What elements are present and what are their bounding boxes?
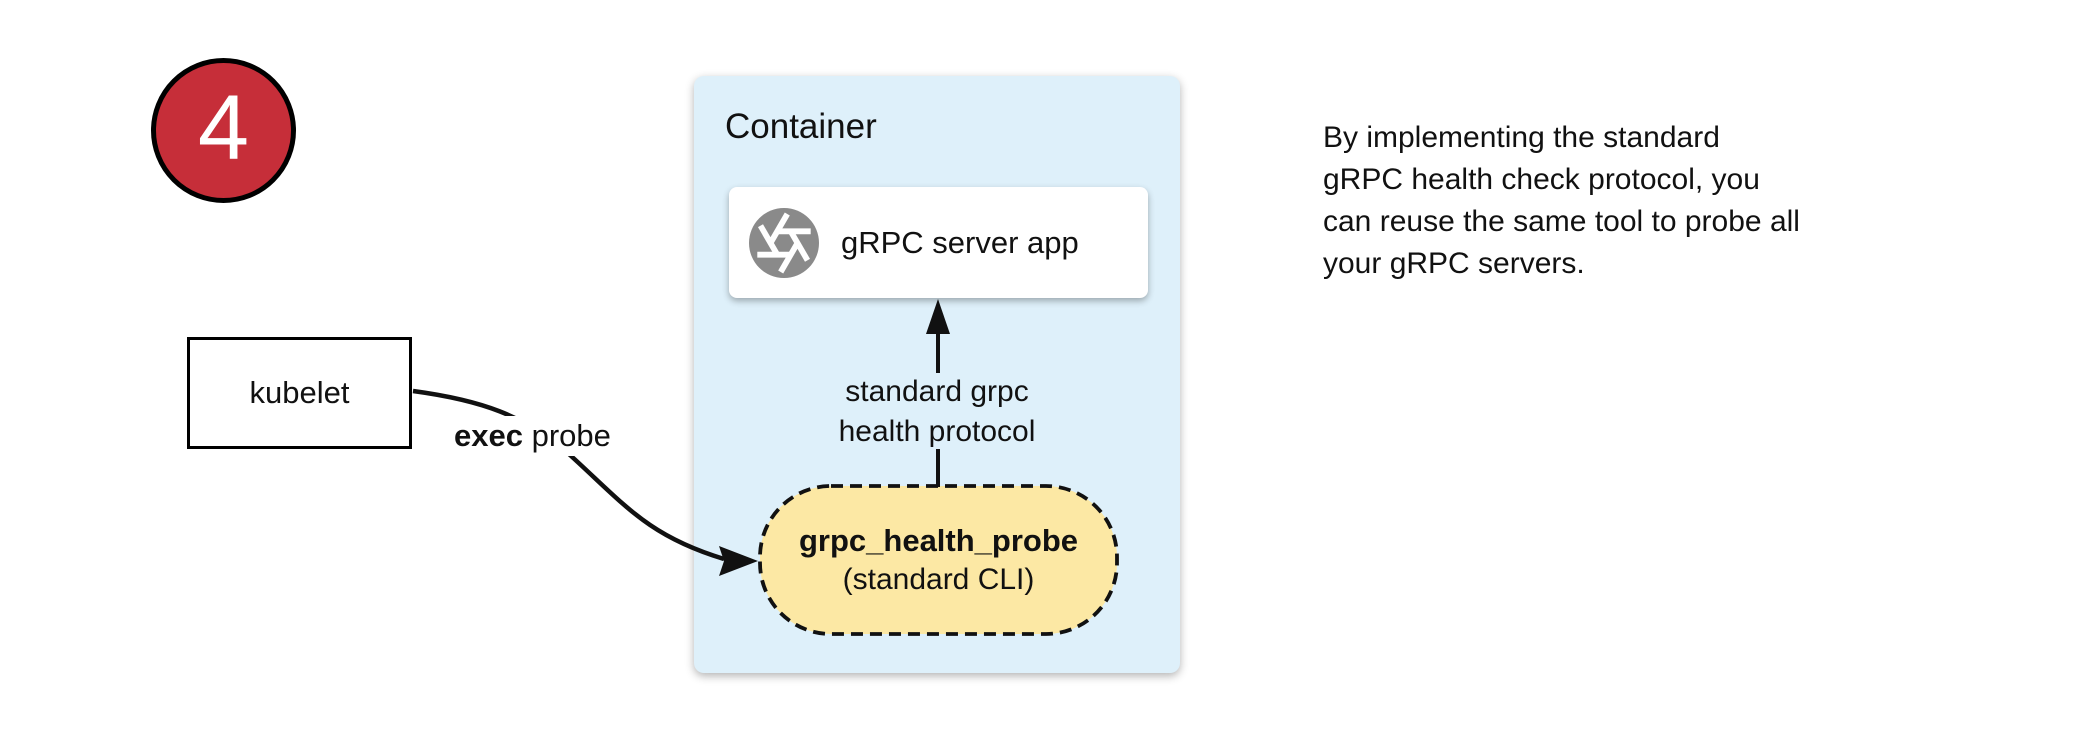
protocol-label-line2: health protocol xyxy=(838,415,1036,448)
aperture-icon xyxy=(749,207,819,278)
container-title: Container xyxy=(725,107,877,146)
grpc-server-app-label: gRPC server app xyxy=(841,224,1079,260)
exec-probe-label: exec probe xyxy=(449,416,616,456)
step-number-badge: 4 xyxy=(151,58,296,203)
grpc-health-probe-title: grpc_health_probe xyxy=(798,523,1079,558)
annotation-paragraph: By implementing the standard gRPC health… xyxy=(1323,117,1800,285)
grpc-server-app-box: gRPC server app xyxy=(729,187,1148,298)
annotation-line: gRPC health check protocol, you xyxy=(1323,163,1760,196)
exec-probe-label-rest: probe xyxy=(522,418,611,453)
annotation-line: your gRPC servers. xyxy=(1323,247,1585,280)
exec-probe-label-bold: exec xyxy=(454,418,523,453)
protocol-label-line1: standard grpc xyxy=(845,375,1029,408)
protocol-label: standard grpc health protocol xyxy=(787,372,1087,452)
step-number: 4 xyxy=(197,76,250,179)
annotation-line: By implementing the standard xyxy=(1323,121,1720,154)
grpc-health-probe-labels: grpc_health_probe (standard CLI) xyxy=(760,486,1117,634)
grpc-health-probe-subtitle: (standard CLI) xyxy=(842,563,1035,596)
annotation-line: can reuse the same tool to probe all xyxy=(1323,205,1800,238)
kubelet-box: kubelet xyxy=(187,337,412,449)
kubelet-label: kubelet xyxy=(249,375,350,410)
